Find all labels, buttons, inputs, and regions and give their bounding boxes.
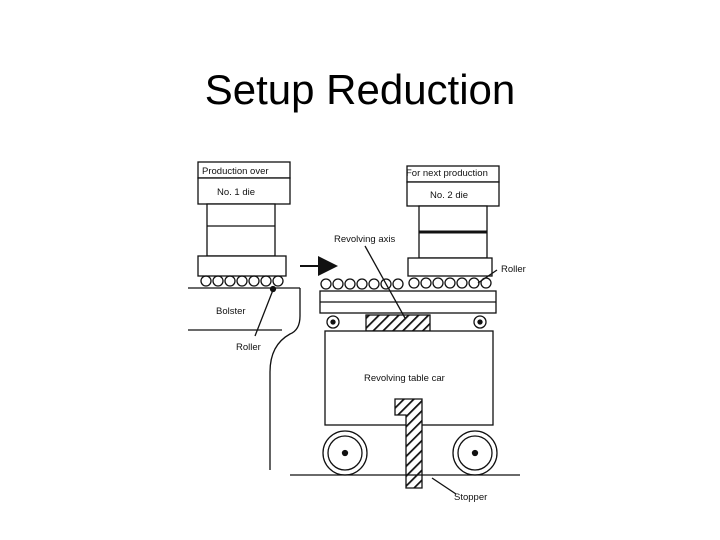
stopper-block xyxy=(394,398,423,489)
label-roller-left: Roller xyxy=(236,342,261,353)
bolster-edge xyxy=(269,288,301,470)
label-stopper: Stopper xyxy=(454,492,487,503)
car-wheel-right xyxy=(452,430,498,476)
label-revolving-table-car: Revolving table car xyxy=(364,373,445,384)
table-rollers-left xyxy=(320,278,404,290)
no2-die-plate xyxy=(407,257,493,277)
label-revolving-axis: Revolving axis xyxy=(334,234,395,245)
left-rollers xyxy=(200,275,284,287)
car-wheel-left xyxy=(322,430,368,476)
roller-left-leader xyxy=(254,289,274,337)
slide-title: Setup Reduction xyxy=(204,66,516,113)
label-no1-die: No. 1 die xyxy=(217,187,255,198)
no1-die-body xyxy=(206,203,276,257)
left-press-group xyxy=(188,161,301,470)
label-bolster: Bolster xyxy=(216,306,246,317)
revolving-axis-leader xyxy=(364,245,406,319)
no2-die-box xyxy=(406,181,500,207)
table-rollers-right xyxy=(408,277,492,289)
right-car-group xyxy=(290,165,520,495)
revolving-axis-block xyxy=(365,314,431,332)
label-no2-die: No. 2 die xyxy=(430,190,468,201)
no1-die-plate xyxy=(197,255,287,277)
label-roller-right: Roller xyxy=(501,264,526,275)
stopper-leader xyxy=(431,477,457,495)
label-for-next-production: For next production xyxy=(406,168,488,179)
label-production-over: Production over xyxy=(202,166,269,177)
roller-right-leader xyxy=(477,269,498,284)
